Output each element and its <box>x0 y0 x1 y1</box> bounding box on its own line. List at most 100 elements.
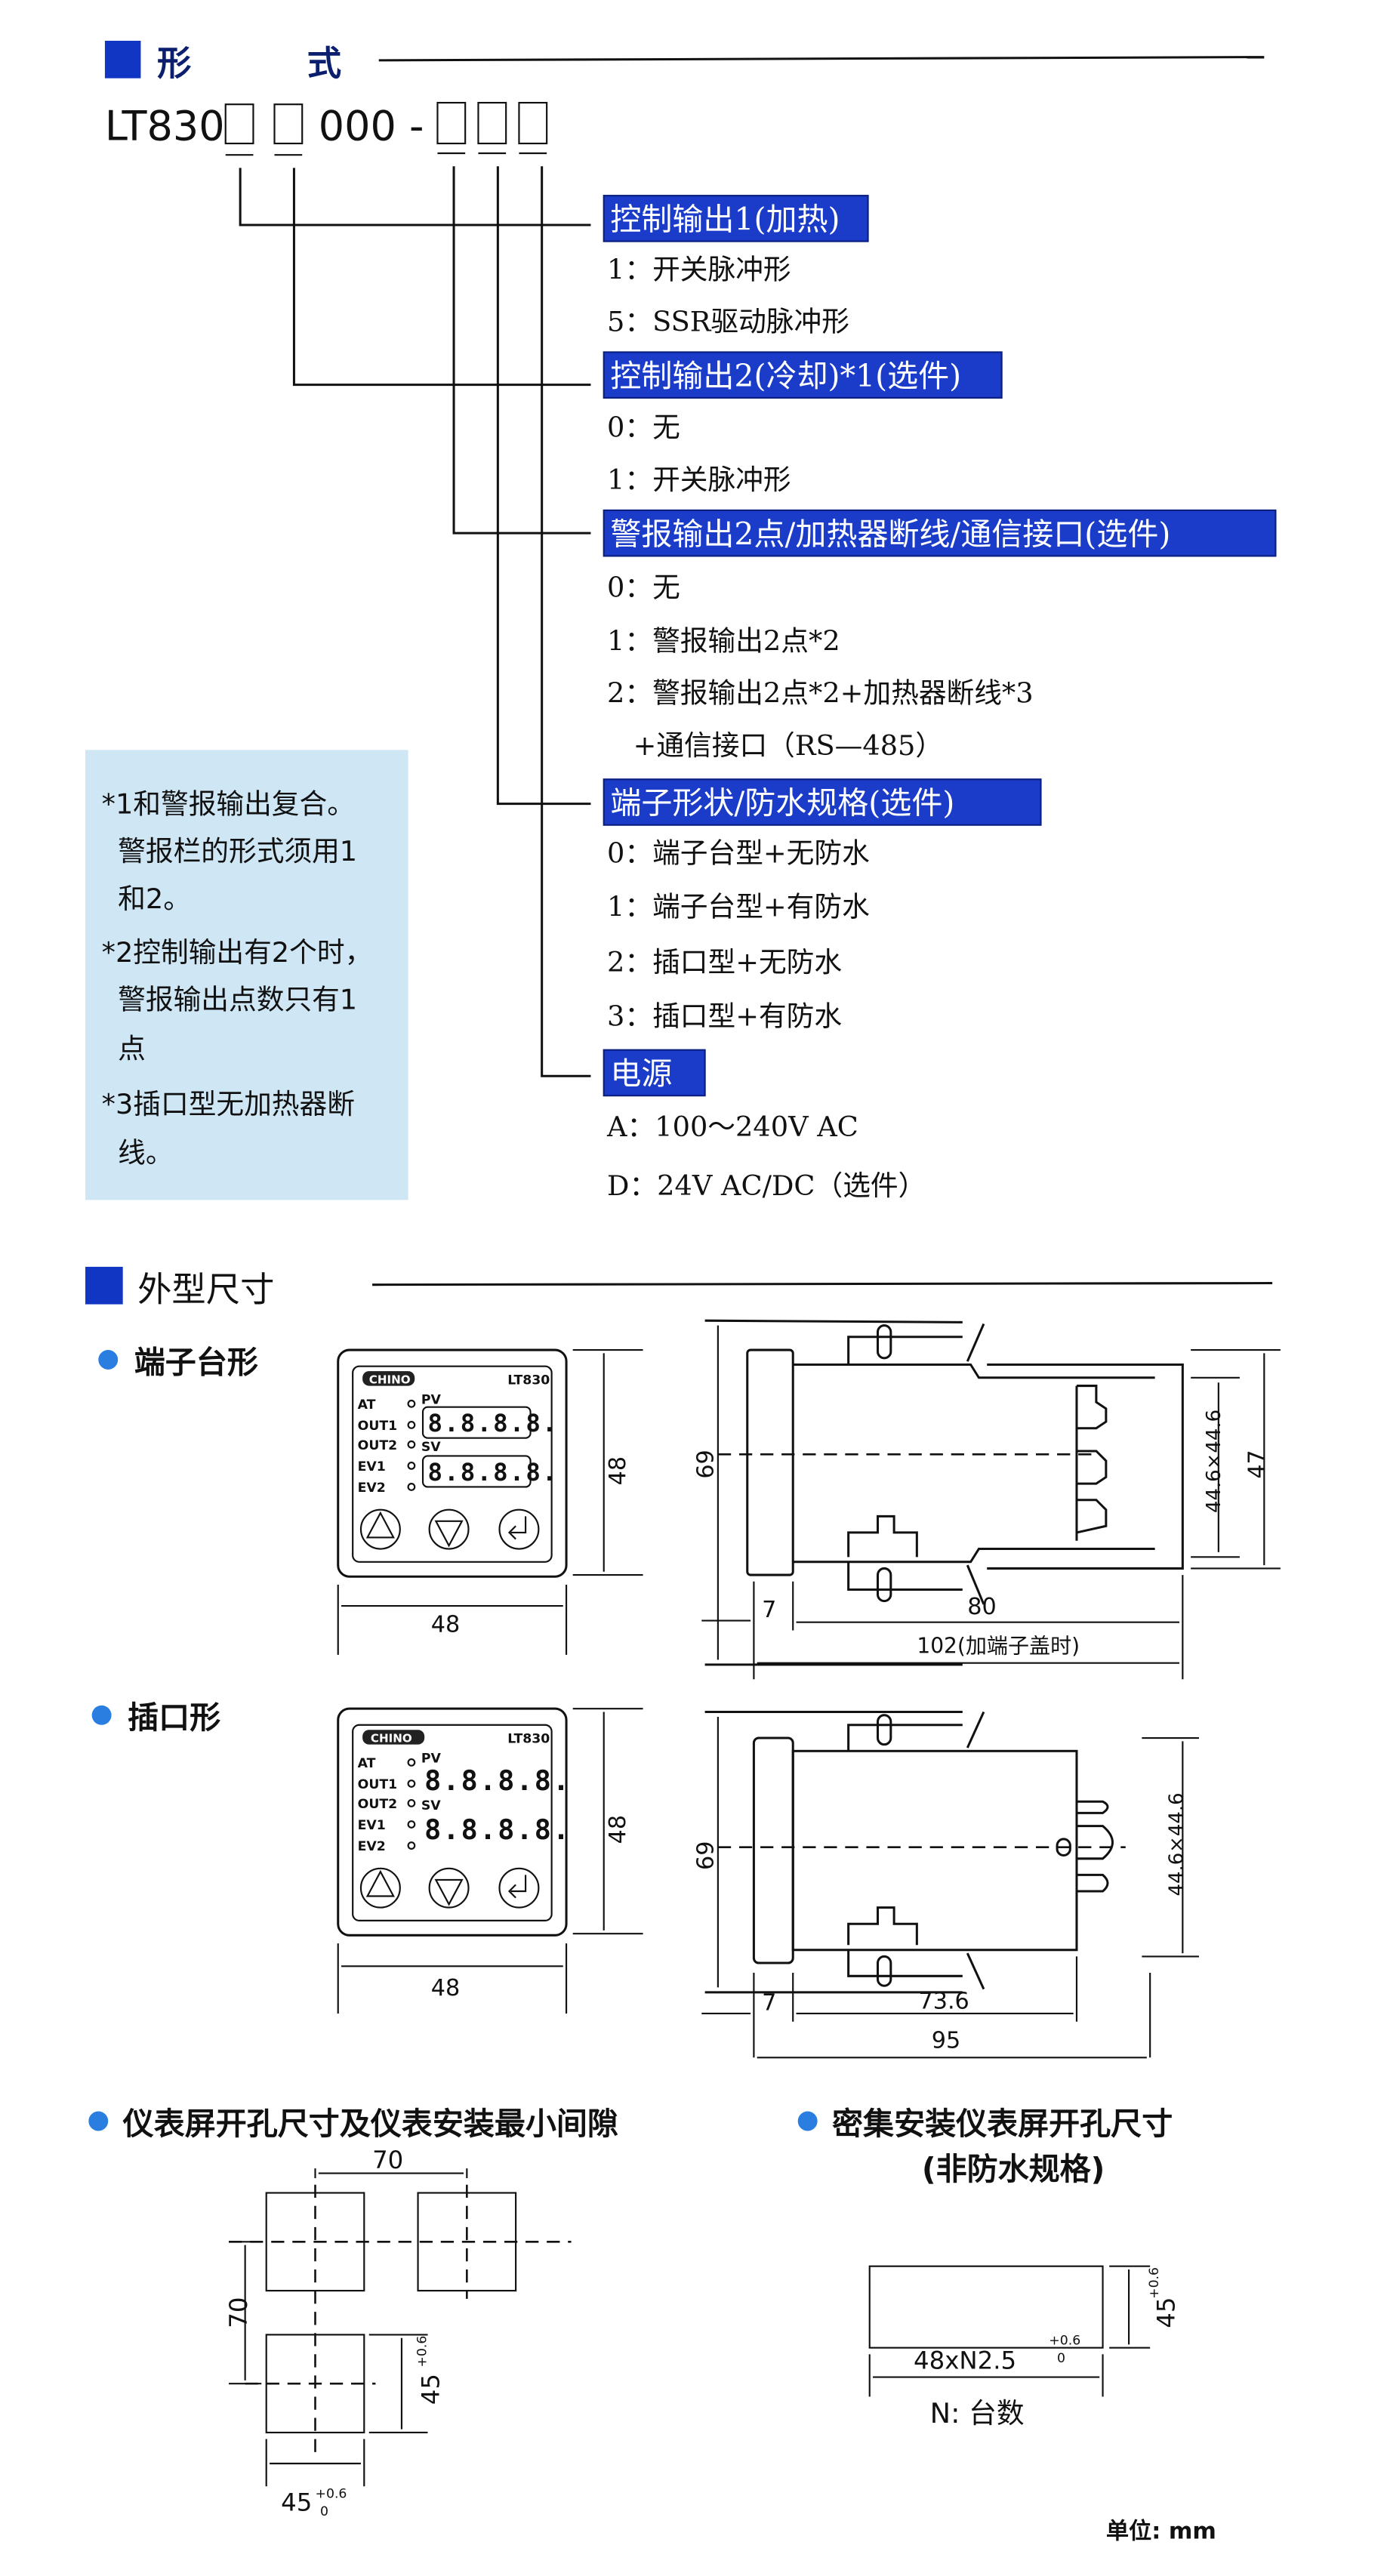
unit-note: 单位: mm <box>1106 2517 1216 2544</box>
svg-text:PV: PV <box>421 1751 442 1766</box>
svg-text:OUT1: OUT1 <box>358 1419 397 1434</box>
dense-cutout-drawing: 45 +0.6 48xN2.5 +0.6 0 N: 台数 <box>868 2265 1181 2430</box>
svg-text:EV2: EV2 <box>358 1839 386 1854</box>
svg-text:2：插口型+无防水: 2：插口型+无防水 <box>607 946 842 978</box>
svg-text:SV: SV <box>421 1798 441 1813</box>
svg-text:44.6×44.6: 44.6×44.6 <box>1203 1410 1225 1513</box>
svg-text:电源: 电源 <box>610 1055 672 1092</box>
option-group-control-output-1: 控制输出1(加热) 1：开关脉冲形 5：SSR驱动脉冲形 <box>603 195 869 337</box>
svg-text:线。: 线。 <box>118 1137 173 1169</box>
cutout-spacing-drawing: 70 70 45 +0.6 45 +0.6 0 <box>224 2146 572 2519</box>
bullet-icon <box>88 2111 109 2131</box>
svg-text:45: 45 <box>281 2488 312 2517</box>
svg-text:102(加端子盖时): 102(加端子盖时) <box>917 1634 1080 1659</box>
divider <box>372 1282 1273 1286</box>
svg-text:3：插口型+有防水: 3：插口型+有防水 <box>607 1000 842 1032</box>
dim-front-height: 48 <box>605 1456 631 1485</box>
svg-text:+通信接口（RS—485）: +通信接口（RS—485） <box>633 729 944 762</box>
svg-text:EV1: EV1 <box>358 1818 386 1833</box>
section-title-form-a: 形 <box>157 43 191 83</box>
svg-text:1：警报输出2点*2: 1：警报输出2点*2 <box>607 625 840 658</box>
svg-text:44.6×44.6: 44.6×44.6 <box>1165 1792 1188 1896</box>
down-button-icon <box>428 1508 470 1550</box>
svg-text:OUT2: OUT2 <box>358 1438 397 1453</box>
svg-text:D：24V AC/DC（选件）: D：24V AC/DC（选件） <box>607 1169 926 1202</box>
svg-text:AT: AT <box>358 1756 376 1771</box>
front-panel-terminal: CHINO LT830 AT OUT1 OUT2 EV1 EV2 PV SV 8… <box>337 1348 568 1578</box>
svg-text:0: 0 <box>1057 2351 1065 2366</box>
svg-text:OUT2: OUT2 <box>358 1797 397 1812</box>
svg-text:70: 70 <box>224 2297 253 2328</box>
model-mid: 000 - <box>319 103 424 150</box>
enter-button-icon <box>498 1508 540 1550</box>
svg-text:点: 点 <box>118 1033 146 1065</box>
svg-text:警报栏的形式须用1: 警报栏的形式须用1 <box>118 835 357 867</box>
svg-text:LT830: LT830 <box>507 1731 550 1746</box>
svg-text:+0.6: +0.6 <box>1147 2267 1162 2299</box>
svg-text:47: 47 <box>1244 1450 1270 1478</box>
section-title-dimensions: 外型尺寸 <box>137 1269 274 1309</box>
svg-text:73.6: 73.6 <box>919 1988 969 2014</box>
svg-text:控制输出2(冷却)*1(选件): 控制输出2(冷却)*1(选件) <box>610 358 961 394</box>
dense-cutout-subheading: (非防水规格) <box>922 2151 1105 2187</box>
section-title-form-b: 式 <box>307 43 341 83</box>
bullet-icon <box>797 2111 818 2131</box>
option-group-control-output-2: 控制输出2(冷却)*1(选件) 0：无 1：开关脉冲形 <box>603 351 1003 496</box>
plug-type-heading: 插口形 <box>128 1699 220 1736</box>
code-tree-lines <box>239 166 591 1077</box>
front-panel-plug: CHINO LT830 AT OUT1 OUT2 EV1 EV2 PV SV 8… <box>337 1707 571 1937</box>
svg-text:和2。: 和2。 <box>118 883 191 915</box>
svg-text:控制输出1(加热): 控制输出1(加热) <box>610 201 840 237</box>
svg-text:SV: SV <box>421 1440 441 1455</box>
svg-text:69: 69 <box>692 1841 719 1869</box>
svg-text:AT: AT <box>358 1397 376 1413</box>
notes-box: *1和警报输出复合。 警报栏的形式须用1 和2。 *2控制输出有2个时， 警报输… <box>85 750 408 1200</box>
svg-text:EV1: EV1 <box>358 1459 386 1474</box>
svg-text:0：无: 0：无 <box>607 411 680 444</box>
svg-text:+0.6: +0.6 <box>1049 2333 1080 2348</box>
dim-front-height: 48 <box>605 1815 631 1844</box>
svg-text:8.8.8.8.: 8.8.8.8. <box>424 1813 571 1846</box>
svg-text:8.8.8.8.: 8.8.8.8. <box>428 1409 559 1437</box>
bullet-icon <box>91 1705 112 1725</box>
svg-text:警报输出点数只有1: 警报输出点数只有1 <box>118 984 357 1016</box>
option-group-alarm: 警报输出2点/加热器断线/通信接口(选件) 0：无 1：警报输出2点*2 2：警… <box>603 509 1277 762</box>
svg-text:A：100～240V AC: A：100～240V AC <box>606 1111 858 1143</box>
dim-front-width: 48 <box>431 1975 460 2001</box>
svg-text:N: 台数: N: 台数 <box>930 2397 1025 2430</box>
svg-text:1：端子台型+有防水: 1：端子台型+有防水 <box>607 891 870 923</box>
model-code: LT830 000 - <box>105 101 548 156</box>
svg-text:0：无: 0：无 <box>607 571 680 603</box>
svg-text:OUT1: OUT1 <box>358 1777 397 1792</box>
svg-text:端子形状/防水规格(选件): 端子形状/防水规格(选件) <box>610 785 954 821</box>
svg-text:+0.6: +0.6 <box>415 2336 430 2368</box>
svg-text:80: 80 <box>967 1594 996 1620</box>
svg-text:0：端子台型+无防水: 0：端子台型+无防水 <box>607 837 870 869</box>
svg-text:+0.6: +0.6 <box>315 2486 347 2501</box>
svg-text:70: 70 <box>372 2146 403 2174</box>
divider <box>378 56 1265 62</box>
section-marker-icon <box>85 1266 123 1305</box>
section-marker-icon <box>104 40 141 79</box>
svg-text:8.8.8.8.: 8.8.8.8. <box>424 1764 571 1797</box>
svg-text:45: 45 <box>417 2374 445 2405</box>
svg-text:*3插口型无加热器断: *3插口型无加热器断 <box>102 1088 355 1120</box>
svg-text:*1和警报输出复合。: *1和警报输出复合。 <box>102 788 355 821</box>
svg-text:*2控制输出有2个时，: *2控制输出有2个时， <box>102 936 373 969</box>
side-view-terminal: 69 7 80 102(加端子盖时) 44.6×44.6 47 <box>692 1319 1281 1680</box>
bullet-icon <box>98 1350 119 1370</box>
svg-text:EV2: EV2 <box>358 1481 386 1496</box>
side-view-plug: 69 7 73.6 95 44.6×44.6 <box>692 1710 1199 2059</box>
svg-text:CHINO: CHINO <box>369 1373 411 1386</box>
svg-text:69: 69 <box>692 1450 719 1478</box>
svg-text:48xN2.5: 48xN2.5 <box>914 2346 1016 2375</box>
model-prefix: LT830 <box>105 103 225 150</box>
up-button-icon <box>359 1508 401 1550</box>
terminal-type-heading: 端子台形 <box>134 1344 258 1380</box>
svg-text:警报输出2点/加热器断线/通信接口(选件): 警报输出2点/加热器断线/通信接口(选件) <box>610 516 1170 552</box>
svg-text:LT830: LT830 <box>507 1373 550 1388</box>
option-group-terminal: 端子形状/防水规格(选件) 0：端子台型+无防水 1：端子台型+有防水 2：插口… <box>603 778 1042 1032</box>
svg-text:7: 7 <box>762 1990 776 2017</box>
dense-cutout-heading: 密集安装仪表屏开孔尺寸 <box>832 2106 1173 2142</box>
